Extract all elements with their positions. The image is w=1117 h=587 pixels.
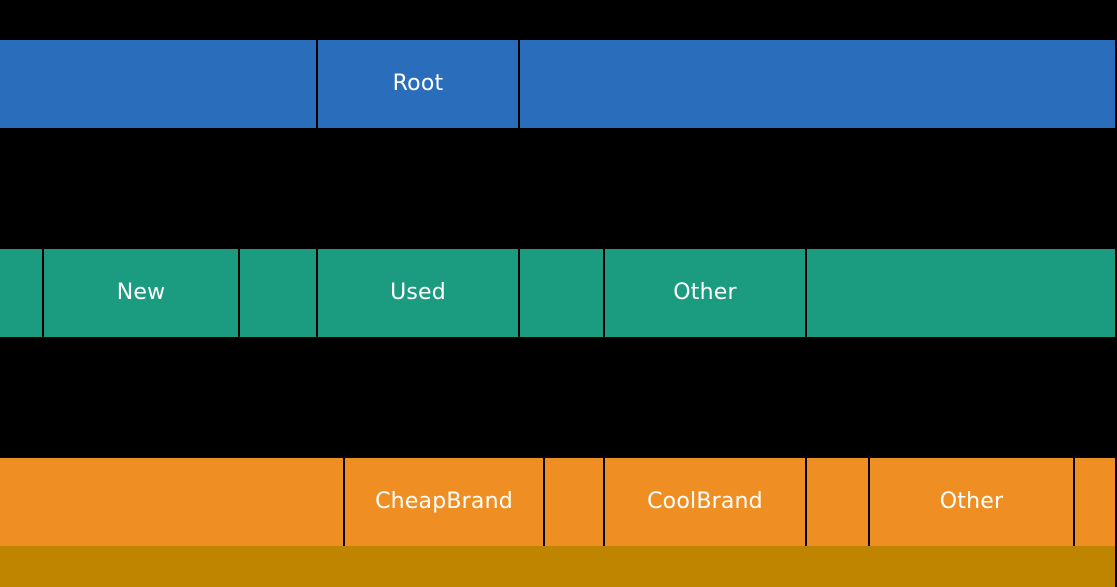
icicle-level-brand-level: CheapBrand CoolBrand Other [0, 458, 1117, 546]
icicle-node-unlabeled-0[interactable] [0, 458, 343, 546]
icicle-node-new[interactable]: New [44, 249, 238, 337]
icicle-level-category-level: New Used Other [0, 249, 1117, 337]
icicle-node-cheapbrand[interactable]: CheapBrand [345, 458, 543, 546]
icicle-node-unlabeled-2[interactable] [240, 249, 316, 337]
icicle-node-other[interactable]: Other [605, 249, 805, 337]
icicle-node-unlabeled-0[interactable] [0, 546, 1115, 587]
icicle-node-label: Used [390, 280, 446, 305]
icicle-node-unlabeled-4[interactable] [807, 458, 868, 546]
icicle-node-used[interactable]: Used [318, 249, 518, 337]
icicle-node-unlabeled-0[interactable] [0, 40, 316, 128]
icicle-node-unlabeled-0[interactable] [0, 249, 42, 337]
icicle-node-label: New [116, 280, 166, 305]
icicle-node-root[interactable]: Root [318, 40, 518, 128]
icicle-level-leaf-level [0, 546, 1117, 587]
icicle-node-unlabeled-2[interactable] [520, 40, 1115, 128]
icicle-node-unlabeled-6[interactable] [807, 249, 1115, 337]
icicle-node-unlabeled-4[interactable] [520, 249, 603, 337]
icicle-node-label: Other [673, 280, 737, 305]
icicle-node-other[interactable]: Other [870, 458, 1073, 546]
icicle-node-label: CoolBrand [647, 489, 763, 514]
icicle-node-unlabeled-2[interactable] [545, 458, 603, 546]
icicle-node-unlabeled-6[interactable] [1075, 458, 1115, 546]
icicle-node-label: Other [939, 489, 1004, 514]
icicle-node-label: Root [392, 71, 444, 96]
icicle-node-label: CheapBrand [375, 489, 513, 514]
icicle-node-coolbrand[interactable]: CoolBrand [605, 458, 805, 546]
icicle-level-root-level: Root [0, 40, 1117, 128]
